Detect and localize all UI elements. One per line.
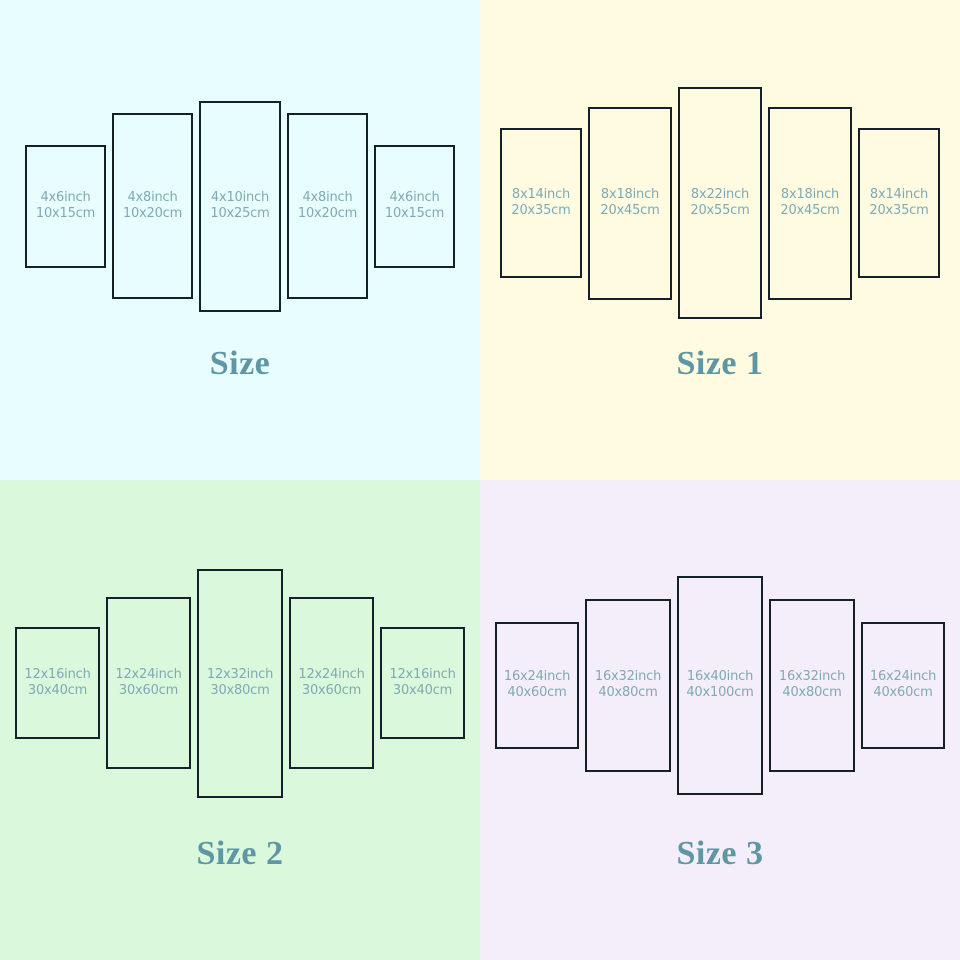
- canvas-panel[interactable]: 12x16inch 30x40cm: [15, 627, 100, 739]
- canvas-panel[interactable]: 8x18inch 20x45cm: [588, 106, 672, 300]
- panel-size-cm: 30x40cm: [27, 683, 88, 698]
- panel-size-cm: 10x15cm: [35, 206, 96, 221]
- canvas-panel[interactable]: 16x24inch 40x60cm: [861, 621, 945, 749]
- canvas-panel[interactable]: 4x8inch 10x20cm: [287, 113, 368, 299]
- panel-size-inch: 4x8inch: [127, 190, 178, 206]
- size-option-title: Size 1: [676, 345, 764, 382]
- canvas-panel[interactable]: 16x24inch 40x60cm: [495, 621, 579, 749]
- canvas-panel[interactable]: 4x6inch 10x15cm: [25, 144, 106, 268]
- canvas-panel[interactable]: 12x32inch 30x80cm: [197, 568, 283, 798]
- panel-size-cm: 40x80cm: [598, 685, 658, 700]
- panel-size-inch: 16x24inch: [869, 669, 937, 685]
- size-option-quadrant-size: 4x6inch 10x15cm 4x8inch 10x20cm 4x10inch…: [0, 0, 480, 480]
- panel-size-inch: 8x18inch: [600, 187, 660, 203]
- panel-size-cm: 30x40cm: [392, 683, 453, 698]
- panel-size-cm: 40x60cm: [507, 685, 567, 700]
- panel-size-cm: 10x20cm: [297, 206, 358, 221]
- panel-size-cm: 30x60cm: [301, 683, 362, 698]
- panel-size-inch: 12x16inch: [389, 667, 456, 683]
- panel-size-inch: 4x6inch: [40, 190, 91, 206]
- panel-size-cm: 10x15cm: [384, 206, 445, 221]
- size-option-title: Size 2: [196, 835, 284, 872]
- panel-size-inch: 4x8inch: [302, 190, 353, 206]
- size-option-title: Size 3: [676, 835, 764, 872]
- panel-size-inch: 4x10inch: [210, 190, 270, 206]
- size-option-title: Size: [209, 345, 271, 382]
- panel-size-cm: 40x100cm: [686, 685, 754, 700]
- panel-size-inch: 8x14inch: [511, 187, 571, 203]
- canvas-panel[interactable]: 8x22inch 20x55cm: [678, 87, 762, 319]
- panel-size-cm: 30x80cm: [210, 683, 270, 698]
- panel-size-cm: 20x55cm: [690, 203, 750, 218]
- panel-size-cm: 30x60cm: [118, 683, 179, 698]
- panel-size-cm: 20x35cm: [511, 203, 571, 218]
- panel-size-cm: 40x60cm: [873, 685, 933, 700]
- canvas-panel[interactable]: 12x24inch 30x60cm: [289, 597, 374, 769]
- panel-size-cm: 10x20cm: [122, 206, 183, 221]
- canvas-panel[interactable]: 8x14inch 20x35cm: [500, 128, 582, 278]
- canvas-panel[interactable]: 8x14inch 20x35cm: [858, 128, 940, 278]
- panel-size-inch: 12x24inch: [298, 667, 365, 683]
- panel-size-inch: 12x16inch: [24, 667, 91, 683]
- canvas-panel[interactable]: 16x32inch 40x80cm: [585, 598, 671, 772]
- canvas-panel[interactable]: 16x40inch 40x100cm: [677, 575, 763, 795]
- panel-size-cm: 20x45cm: [600, 203, 660, 218]
- canvas-panel[interactable]: 16x32inch 40x80cm: [769, 598, 855, 772]
- canvas-panel[interactable]: 4x6inch 10x15cm: [374, 144, 455, 268]
- size-option-quadrant-size-2: 12x16inch 30x40cm 12x24inch 30x60cm 12x3…: [0, 480, 480, 960]
- canvas-panel[interactable]: 4x10inch 10x25cm: [199, 100, 281, 312]
- size-option-quadrant-size-3: 16x24inch 40x60cm 16x32inch 40x80cm 16x4…: [480, 480, 960, 960]
- panel-size-inch: 8x18inch: [780, 187, 840, 203]
- panel-size-inch: 4x6inch: [389, 190, 440, 206]
- panel-size-inch: 8x14inch: [869, 187, 929, 203]
- panel-size-inch: 16x40inch: [686, 669, 754, 685]
- panel-size-cm: 10x25cm: [210, 206, 270, 221]
- panel-size-cm: 40x80cm: [782, 685, 842, 700]
- canvas-panel[interactable]: 8x18inch 20x45cm: [768, 106, 852, 300]
- panel-size-inch: 12x24inch: [115, 667, 182, 683]
- panel-size-cm: 20x45cm: [780, 203, 840, 218]
- panel-size-inch: 12x32inch: [206, 667, 274, 683]
- panel-size-cm: 20x35cm: [869, 203, 929, 218]
- panel-size-inch: 16x24inch: [503, 669, 571, 685]
- size-option-quadrant-size-1: 8x14inch 20x35cm 8x18inch 20x45cm 8x22in…: [480, 0, 960, 480]
- panel-size-inch: 16x32inch: [594, 669, 662, 685]
- panel-size-inch: 8x22inch: [690, 187, 750, 203]
- canvas-panel[interactable]: 4x8inch 10x20cm: [112, 113, 193, 299]
- canvas-panel[interactable]: 12x16inch 30x40cm: [380, 627, 465, 739]
- panel-size-inch: 16x32inch: [778, 669, 846, 685]
- canvas-panel[interactable]: 12x24inch 30x60cm: [106, 597, 191, 769]
